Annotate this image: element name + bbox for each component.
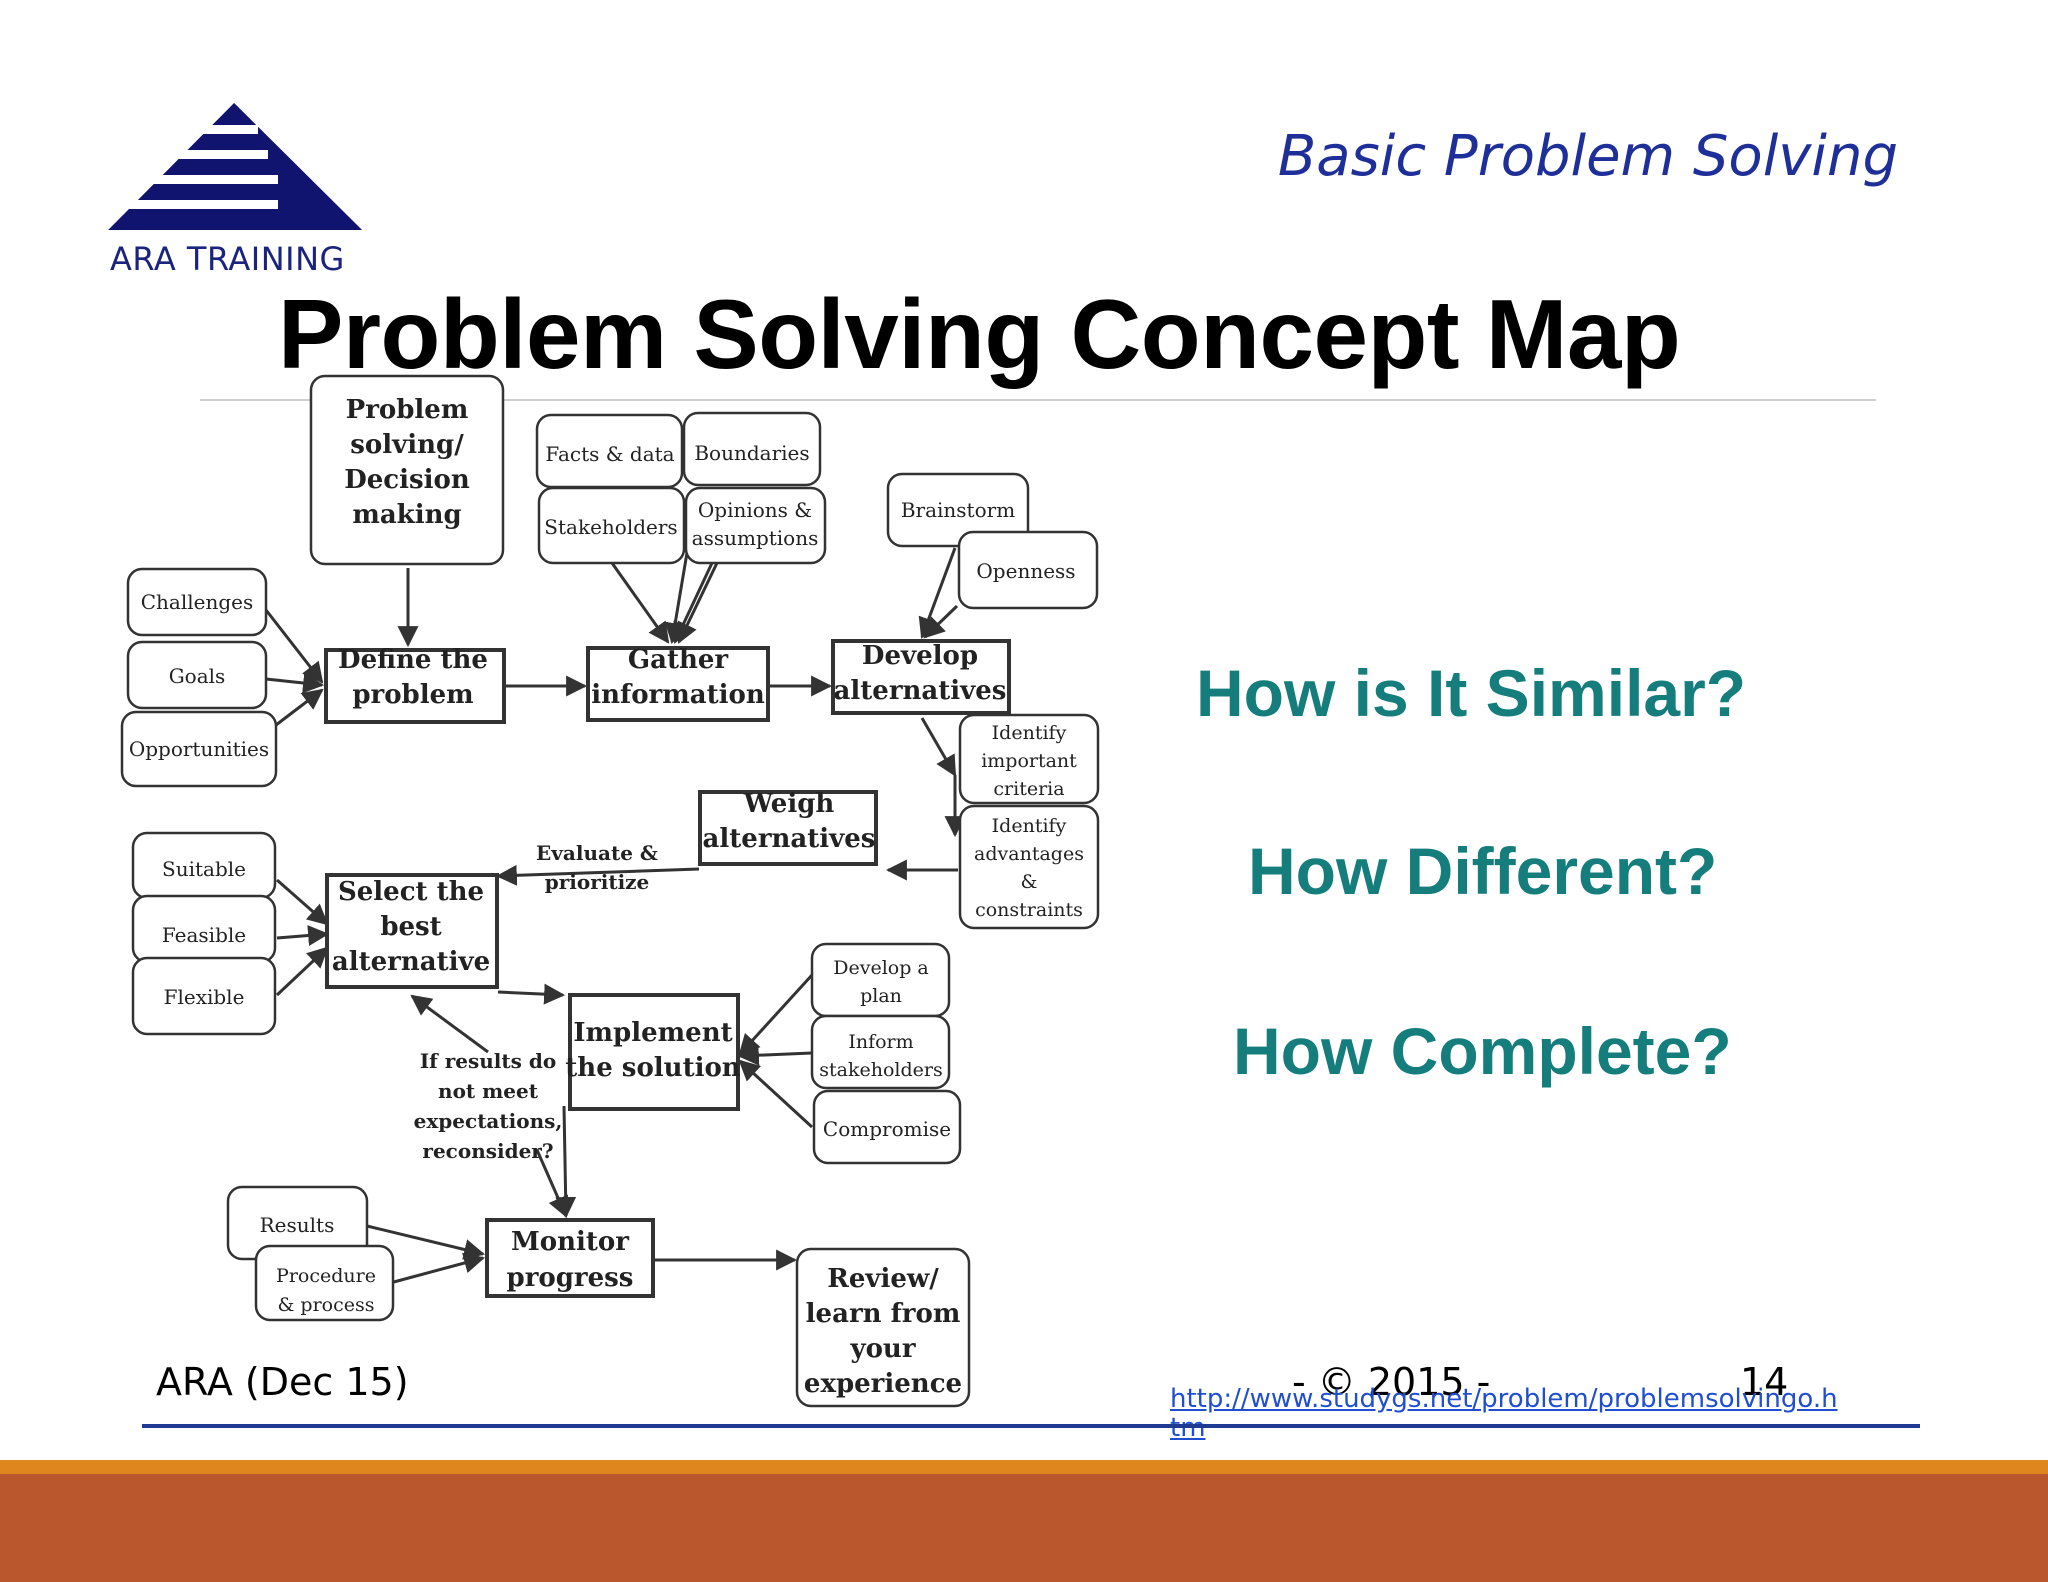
- node-label-facts-data: Facts & data: [545, 442, 674, 466]
- node-label-brainstorm: Brainstorm: [901, 498, 1015, 522]
- node-label-inform-stake: Inform: [848, 1031, 913, 1053]
- node-label-identify-criteria: Identify: [992, 722, 1067, 744]
- deck-subtitle: Basic Problem Solving: [1277, 124, 1898, 189]
- node-label-identify-adv: advantages: [974, 843, 1084, 865]
- node-label-review: learn from: [806, 1299, 961, 1329]
- node-label-develop-plan: plan: [860, 985, 902, 1007]
- logo-text: ARA TRAINING: [110, 240, 345, 278]
- node-label-problem-solving: solving/: [350, 430, 464, 460]
- node-label-procedure: & process: [277, 1294, 374, 1316]
- node-label-develop-alt: Develop: [862, 641, 978, 671]
- node-label-develop-plan: Develop a: [833, 957, 929, 979]
- node-label-stakeholders: Stakeholders: [544, 515, 677, 539]
- node-label-opinions: assumptions: [692, 526, 819, 550]
- node-label-implement: Implement: [573, 1018, 732, 1048]
- node-label-opinions: Opinions &: [698, 498, 812, 522]
- node-label-problem-solving: Problem: [346, 395, 469, 425]
- node-label-review: Review/: [827, 1264, 939, 1294]
- node-label-results: Results: [260, 1213, 335, 1237]
- node-label-monitor: progress: [507, 1263, 634, 1293]
- node-label-monitor: Monitor: [511, 1227, 629, 1257]
- node-label-identify-criteria: criteria: [993, 778, 1064, 800]
- node-label-compromise: Compromise: [823, 1117, 951, 1141]
- node-label-if-results: If results do: [420, 1049, 556, 1073]
- node-label-define-problem: Define the: [338, 645, 488, 675]
- node-label-review: your: [849, 1334, 915, 1364]
- node-label-evaluate: prioritize: [545, 870, 650, 894]
- footer-copyright: - © 2015 -: [1292, 1360, 1491, 1404]
- node-label-select-best: best: [380, 912, 441, 942]
- footer-band-accent: [0, 1460, 2048, 1474]
- footer-band: [0, 1474, 2048, 1582]
- node-label-problem-solving: making: [352, 500, 461, 530]
- footer-divider: [142, 1424, 1920, 1428]
- node-label-boundaries: Boundaries: [694, 441, 809, 465]
- ara-training-logo: [108, 103, 362, 230]
- node-label-challenges: Challenges: [141, 590, 254, 614]
- node-label-develop-alt: alternatives: [834, 676, 1007, 706]
- node-label-identify-adv: &: [1021, 871, 1038, 893]
- question-different: How Different?: [1248, 834, 1718, 908]
- node-label-openness: Openness: [976, 559, 1075, 583]
- node-label-gather-info: Gather: [628, 645, 729, 675]
- node-label-procedure: Procedure: [276, 1265, 376, 1287]
- node-label-review: experience: [804, 1369, 962, 1399]
- node-label-select-best: alternative: [332, 947, 490, 977]
- title-divider: [200, 399, 1876, 401]
- node-label-weigh-alt: alternatives: [703, 824, 876, 854]
- question-similar: How is It Similar?: [1196, 656, 1747, 730]
- node-label-suitable: Suitable: [162, 857, 246, 881]
- source-link[interactable]: http://www.studygs.net/problem/problemso…: [1170, 1384, 1838, 1443]
- footer-date: ARA (Dec 15): [156, 1360, 409, 1404]
- node-label-define-problem: problem: [352, 680, 473, 710]
- node-label-inform-stake: stakeholders: [819, 1059, 942, 1081]
- node-label-flexible: Flexible: [164, 985, 245, 1009]
- node-label-gather-info: information: [591, 680, 765, 710]
- node-label-weigh-alt: Weigh: [743, 789, 835, 819]
- slide-title: Problem Solving Concept Map: [278, 279, 1681, 389]
- node-label-select-best: Select the: [338, 877, 484, 907]
- node-label-feasible: Feasible: [162, 923, 246, 947]
- question-complete: How Complete?: [1233, 1014, 1732, 1088]
- node-label-if-results: reconsider?: [422, 1139, 553, 1163]
- node-label-problem-solving: Decision: [344, 465, 470, 495]
- node-label-evaluate: Evaluate &: [536, 841, 658, 865]
- node-label-opportunities: Opportunities: [129, 737, 269, 761]
- page-number: 14: [1740, 1360, 1789, 1404]
- node-label-goals: Goals: [169, 664, 226, 688]
- node-label-implement: the solution: [565, 1053, 740, 1083]
- node-label-if-results: not meet: [438, 1079, 539, 1103]
- node-label-identify-adv: constraints: [975, 899, 1083, 921]
- node-label-if-results: expectations,: [414, 1109, 563, 1133]
- node-label-identify-adv: Identify: [992, 815, 1067, 837]
- node-label-identify-criteria: important: [981, 750, 1077, 772]
